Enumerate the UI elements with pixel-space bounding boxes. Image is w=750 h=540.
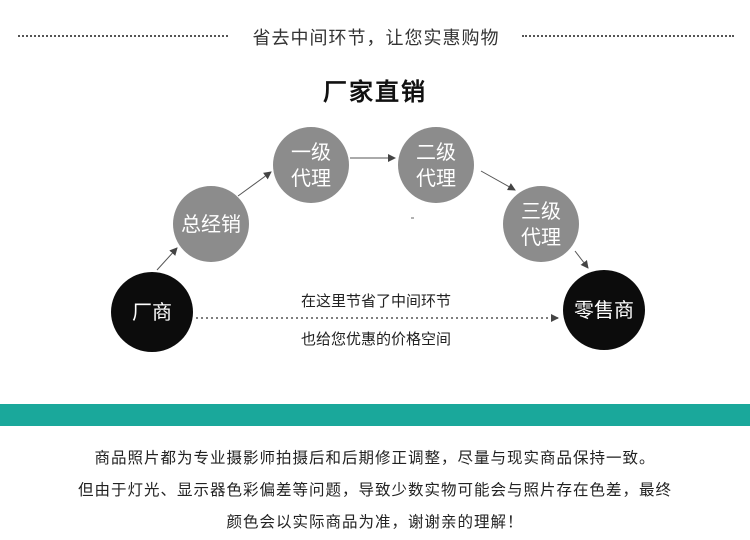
- arrow-level2-to-level3: [480, 170, 516, 191]
- price-space-text: 也给您优惠的价格空间: [300, 330, 451, 348]
- dotted-divider-right: [522, 35, 734, 37]
- node-retailer: 零售商: [563, 270, 645, 350]
- distribution-diagram: 厂商 总经销 一级 代理 二级 代理 三级 代理 零售商 在这里节省了中间环节 …: [111, 127, 645, 352]
- header-banner: 省去中间环节，让您实惠购物: [0, 22, 750, 52]
- arrow-general-to-level1: [237, 171, 272, 197]
- photo-notice: 商品照片都为专业摄影师拍摄后和后期修正调整，尽量与现实商品保持一致。 但由于灯光…: [0, 442, 750, 538]
- node-factory: 厂商: [111, 272, 193, 352]
- header-slogan: 省去中间环节，让您实惠购物: [252, 28, 500, 49]
- dotted-divider-left: [18, 35, 228, 37]
- notice-line-1: 商品照片都为专业摄影师拍摄后和后期修正调整，尽量与现实商品保持一致。: [94, 449, 656, 467]
- saved-step-text: 在这里节省了中间环节: [300, 292, 451, 310]
- page-title: 厂家直销: [323, 77, 427, 106]
- node-level2-agent: 二级 代理: [398, 127, 474, 203]
- node-level1-agent: 一级 代理: [273, 127, 349, 203]
- teal-divider-bar: [0, 404, 750, 426]
- node-general-distributor: 总经销: [173, 186, 249, 262]
- notice-line-3: 颜色会以实际商品为准，谢谢亲的理解！: [226, 513, 524, 531]
- notice-line-2: 但由于灯光、显示器色彩偏差等问题，导致少数实物可能会与照片存在色差，最终: [77, 481, 672, 499]
- arrow-factory-to-general: [156, 247, 178, 271]
- arrow-level3-to-retailer: [574, 250, 589, 269]
- arrows-layer: [156, 154, 589, 322]
- node-level3-agent: 三级 代理: [503, 186, 579, 262]
